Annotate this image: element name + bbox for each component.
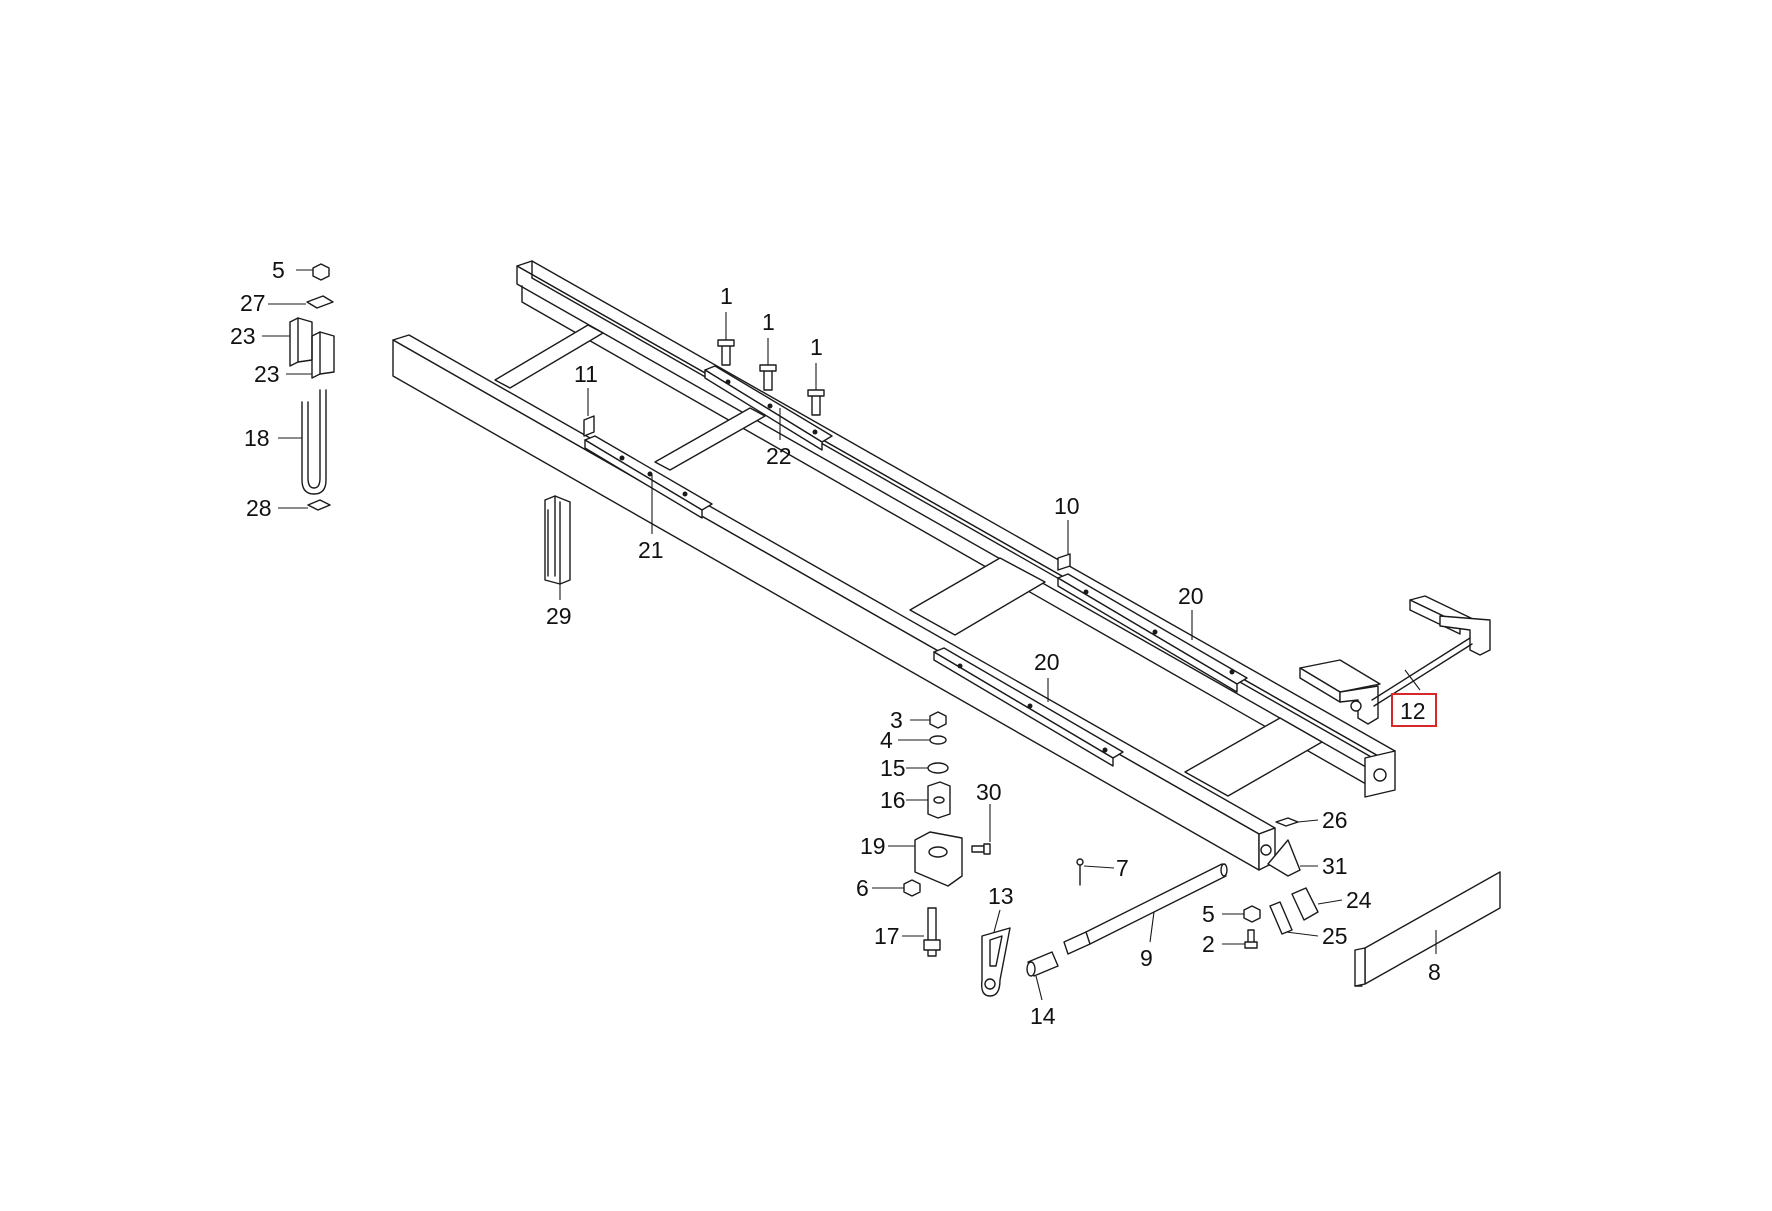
callout-12-highlight bbox=[1391, 693, 1437, 727]
callout-26: 26 bbox=[1322, 807, 1348, 833]
main-frame bbox=[392, 260, 1396, 871]
callout-4: 4 bbox=[880, 727, 893, 753]
lower-hardware-column bbox=[903, 711, 991, 957]
plate-26 bbox=[1275, 817, 1299, 827]
plate-28 bbox=[307, 499, 331, 511]
rear-rail bbox=[516, 260, 1396, 793]
callout-2: 2 bbox=[1202, 931, 1215, 957]
clip-11 bbox=[583, 415, 595, 437]
link-13 bbox=[980, 927, 1011, 997]
callout-labels: 5 27 23 23 18 28 29 1 1 1 11 22 21 10 20… bbox=[230, 257, 1441, 1029]
callout-15: 15 bbox=[880, 755, 906, 781]
callout-21: 21 bbox=[638, 537, 664, 563]
callout-5-top: 5 bbox=[272, 257, 285, 283]
spacer-23-a bbox=[289, 317, 313, 367]
callout-1-b: 1 bbox=[762, 309, 775, 335]
callout-17: 17 bbox=[874, 923, 900, 949]
callout-28: 28 bbox=[246, 495, 272, 521]
callout-13: 13 bbox=[988, 883, 1014, 909]
u-bolt-18 bbox=[301, 389, 327, 495]
cross-members bbox=[494, 324, 1323, 797]
rail-end-right bbox=[1364, 750, 1396, 798]
right-lower-hardware bbox=[1243, 817, 1319, 949]
bushing-14 bbox=[1026, 951, 1059, 977]
callout-14: 14 bbox=[1030, 1003, 1056, 1029]
callout-6: 6 bbox=[856, 875, 869, 901]
left-hardware-stack bbox=[289, 263, 335, 511]
callout-23-a: 23 bbox=[230, 323, 256, 349]
callout-10: 10 bbox=[1054, 493, 1080, 519]
leader-lines bbox=[262, 269, 1437, 1001]
callout-20-a: 20 bbox=[1178, 583, 1204, 609]
callout-29: 29 bbox=[546, 603, 572, 629]
callout-1-a: 1 bbox=[720, 283, 733, 309]
callout-1-c: 1 bbox=[810, 334, 823, 360]
callout-30: 30 bbox=[976, 779, 1002, 805]
callout-18: 18 bbox=[244, 425, 270, 451]
angle-8 bbox=[1354, 871, 1501, 987]
callout-24: 24 bbox=[1346, 887, 1372, 913]
spacer-23-b bbox=[311, 331, 335, 379]
callout-31: 31 bbox=[1322, 853, 1348, 879]
callout-20-b: 20 bbox=[1034, 649, 1060, 675]
bracket-29 bbox=[544, 495, 571, 585]
bolt-30 bbox=[971, 843, 991, 855]
shaft-9 bbox=[1063, 863, 1228, 955]
mounting-strips bbox=[584, 365, 1248, 767]
nut-6 bbox=[903, 879, 921, 897]
nut-3 bbox=[929, 711, 947, 729]
callout-22: 22 bbox=[766, 443, 792, 469]
callout-8: 8 bbox=[1428, 959, 1441, 985]
callout-7: 7 bbox=[1116, 855, 1129, 881]
callout-19: 19 bbox=[860, 833, 886, 859]
callout-11: 11 bbox=[574, 361, 598, 387]
callout-3: 3 bbox=[890, 707, 903, 733]
clip-10 bbox=[1057, 553, 1071, 571]
callout-27: 27 bbox=[240, 290, 266, 316]
nut-5-top bbox=[312, 263, 330, 281]
bolt-17 bbox=[923, 907, 941, 957]
axle-assembly-12 bbox=[1299, 595, 1491, 725]
washer-4 bbox=[929, 735, 947, 745]
plate-25 bbox=[1269, 901, 1293, 935]
front-rail bbox=[392, 334, 1276, 871]
callout-25: 25 bbox=[1322, 923, 1348, 949]
bolt-2 bbox=[1244, 929, 1258, 949]
callout-23-b: 23 bbox=[254, 361, 280, 387]
callout-12: 12 bbox=[1400, 698, 1426, 724]
bracket-31 bbox=[1267, 839, 1301, 877]
hanger-19 bbox=[914, 831, 963, 887]
block-16 bbox=[927, 781, 951, 819]
pin-7 bbox=[1076, 858, 1084, 886]
nut-5-bottom bbox=[1243, 905, 1261, 923]
washer-15 bbox=[927, 762, 949, 774]
callout-5-bottom: 5 bbox=[1202, 901, 1215, 927]
callout-9: 9 bbox=[1140, 945, 1153, 971]
callout-16: 16 bbox=[880, 787, 906, 813]
pad-24 bbox=[1291, 887, 1319, 921]
washer-27 bbox=[306, 295, 334, 309]
